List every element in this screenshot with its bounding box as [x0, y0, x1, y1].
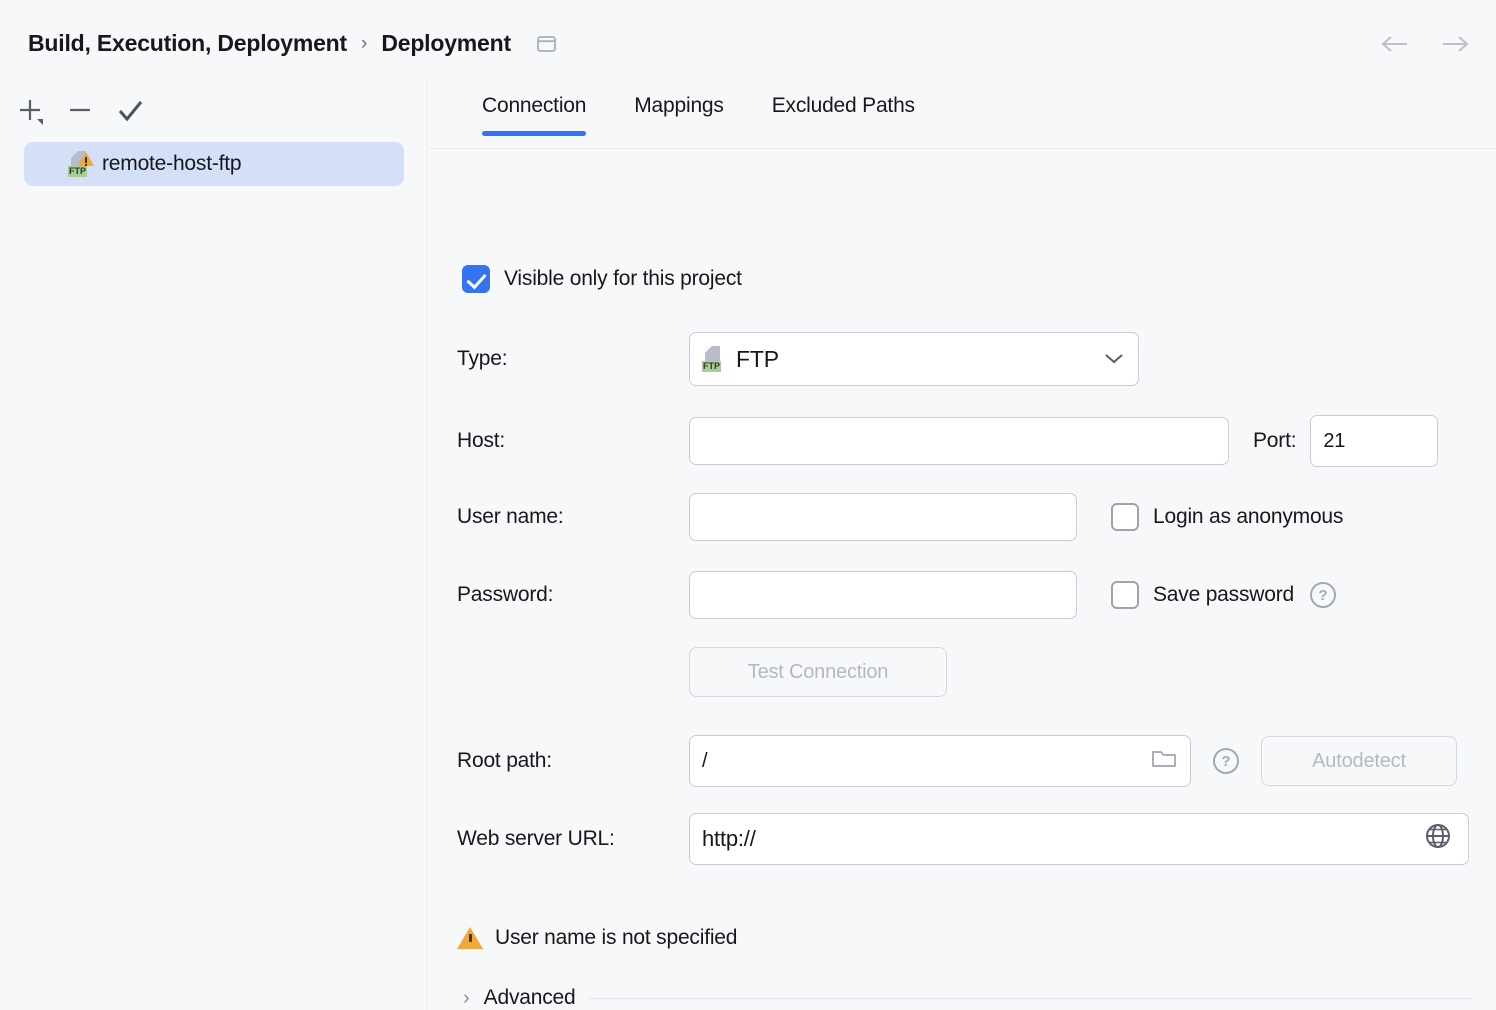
- port-label: Port:: [1253, 429, 1297, 452]
- password-input[interactable]: [689, 571, 1077, 619]
- port-input[interactable]: 21: [1310, 415, 1439, 467]
- apply-checkmark-button[interactable]: [108, 92, 154, 132]
- tab-mappings[interactable]: Mappings: [610, 80, 747, 136]
- type-row: Type: FTP FTP: [457, 332, 1197, 386]
- breadcrumb-separator: ›: [361, 32, 368, 54]
- sidebar-toolbar: [0, 88, 428, 136]
- advanced-label: Advanced: [483, 986, 576, 1009]
- root-path-label: Root path:: [457, 749, 552, 772]
- ftp-type-icon: FTP: [702, 346, 728, 372]
- chevron-down-icon[interactable]: [1102, 348, 1126, 371]
- type-dropdown[interactable]: FTP FTP: [689, 332, 1139, 386]
- web-server-url-label: Web server URL:: [457, 827, 615, 850]
- breadcrumb: Build, Execution, Deployment › Deploymen…: [28, 30, 556, 57]
- tab-active-underline: [482, 131, 587, 136]
- password-row: Password: Save password ?: [457, 571, 1496, 619]
- window-panel-icon[interactable]: [537, 35, 556, 52]
- root-path-input[interactable]: /: [689, 735, 1191, 787]
- autodetect-button[interactable]: Autodetect: [1261, 736, 1457, 786]
- test-connection-label: Test Connection: [747, 660, 889, 683]
- server-list: FTP remote-host-ftp: [0, 142, 428, 186]
- host-label: Host:: [457, 429, 506, 452]
- connection-panel: Connection Mappings Excluded Paths Visib…: [429, 80, 1496, 1010]
- help-question-mark: ?: [1318, 586, 1328, 604]
- login-as-anonymous-label: Login as anonymous: [1153, 505, 1344, 528]
- tab-excluded-paths[interactable]: Excluded Paths: [748, 80, 939, 136]
- ftp-server-warning-icon: FTP: [68, 151, 94, 177]
- help-question-mark: ?: [1221, 752, 1231, 770]
- ftp-type-badge-label: FTP: [702, 361, 721, 372]
- web-server-url-input[interactable]: http://: [689, 813, 1469, 865]
- arrow-left-icon[interactable]: [1378, 30, 1412, 58]
- host-input[interactable]: [689, 417, 1229, 465]
- root-path-value: /: [702, 749, 708, 772]
- tab-connection-label: Connection: [482, 94, 587, 117]
- visible-only-label: Visible only for this project: [504, 267, 742, 290]
- warning-triangle-icon: [457, 927, 483, 949]
- type-value: FTP: [736, 345, 779, 372]
- tab-connection[interactable]: Connection: [458, 80, 610, 136]
- autodetect-label: Autodetect: [1312, 749, 1406, 772]
- arrow-right-icon[interactable]: [1438, 30, 1472, 58]
- port-value: 21: [1323, 429, 1346, 452]
- save-password-label: Save password: [1153, 583, 1294, 606]
- save-password-checkbox[interactable]: [1111, 581, 1139, 609]
- navigation-arrows: [1378, 30, 1472, 58]
- login-as-anonymous-checkbox[interactable]: [1111, 503, 1139, 531]
- visible-only-row: Visible only for this project: [462, 265, 742, 293]
- tab-bar-divider: [429, 148, 1496, 149]
- validation-warning: User name is not specified: [457, 926, 737, 950]
- root-path-help-icon[interactable]: ?: [1213, 748, 1239, 774]
- header-bar: Build, Execution, Deployment › Deploymen…: [0, 0, 1496, 80]
- ftp-badge-label: FTP: [68, 166, 87, 177]
- advanced-divider: [589, 997, 1473, 999]
- web-server-url-value: http://: [702, 826, 756, 851]
- password-label: Password:: [457, 583, 554, 606]
- visible-only-checkbox[interactable]: [462, 265, 490, 293]
- sidebar-item-label: remote-host-ftp: [102, 152, 242, 175]
- save-password-help-icon[interactable]: ?: [1309, 582, 1336, 608]
- globe-icon[interactable]: [1424, 822, 1452, 856]
- chevron-right-icon: ›: [463, 987, 470, 1009]
- root-path-row: Root path: / ? Autodetect: [457, 735, 1496, 787]
- add-server-button[interactable]: [8, 92, 54, 132]
- breadcrumb-item-deployment[interactable]: Deployment: [381, 30, 511, 56]
- folder-icon[interactable]: [1150, 746, 1178, 776]
- type-label: Type:: [457, 347, 508, 370]
- tab-excluded-paths-label: Excluded Paths: [771, 94, 915, 117]
- advanced-section-toggle[interactable]: › Advanced: [463, 986, 1473, 1010]
- tab-mappings-label: Mappings: [634, 94, 724, 117]
- user-name-label: User name:: [457, 505, 564, 528]
- user-name-input[interactable]: [689, 493, 1077, 541]
- test-connection-row: Test Connection: [457, 647, 947, 697]
- deployment-servers-sidebar: FTP remote-host-ftp: [0, 80, 428, 1010]
- remove-server-button[interactable]: [58, 92, 104, 132]
- breadcrumb-item-build-execution-deployment[interactable]: Build, Execution, Deployment: [28, 30, 347, 56]
- tab-bar: Connection Mappings Excluded Paths: [429, 80, 1496, 150]
- test-connection-button[interactable]: Test Connection: [689, 647, 947, 697]
- user-name-row: User name: Login as anonymous: [457, 493, 1496, 541]
- host-row: Host: Port: 21: [457, 415, 1496, 467]
- validation-warning-text: User name is not specified: [495, 926, 738, 949]
- sidebar-item-remote-host-ftp[interactable]: FTP remote-host-ftp: [24, 142, 404, 186]
- web-server-url-row: Web server URL: http://: [457, 813, 1496, 865]
